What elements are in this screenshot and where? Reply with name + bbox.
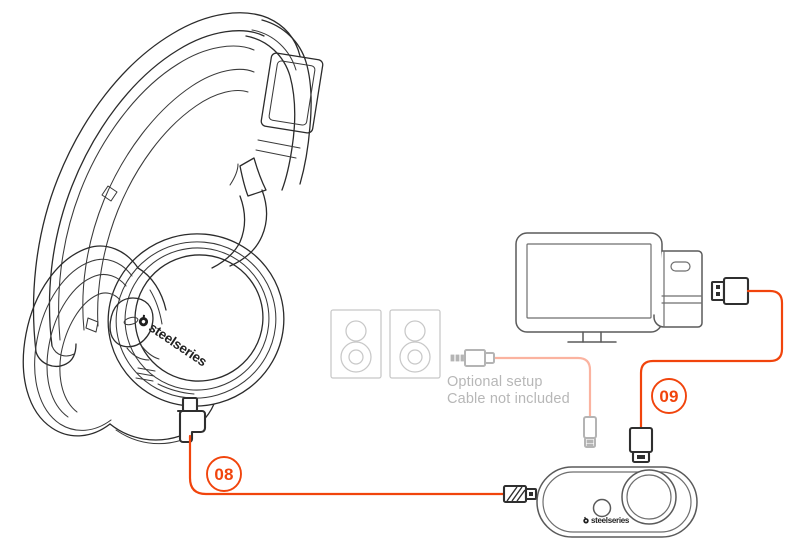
- audio-jack-left: [450, 349, 495, 367]
- usb-a-plug: [710, 276, 750, 306]
- headset-headband: [32, 12, 301, 367]
- headset-adjustment-plate: [211, 19, 324, 269]
- speaker-left: [330, 309, 382, 379]
- step-09-number: 09: [659, 387, 678, 406]
- pc-tower: [653, 250, 703, 328]
- speakers: [330, 309, 441, 379]
- headset-illustration: steelseries: [22, 12, 324, 445]
- audio-jack-right: [583, 416, 597, 448]
- controlbox-brand-logo: steelseries: [583, 516, 630, 525]
- optional-note-line2: Cable not included: [447, 391, 570, 407]
- headset-plug: [176, 396, 207, 444]
- cable-08: [188, 434, 505, 496]
- optional-note-line1: Optional setup: [447, 374, 543, 390]
- headset-hinge: [109, 297, 160, 361]
- headset-logo-text: steelseries: [146, 320, 210, 370]
- step-badge-09: 09: [651, 378, 687, 414]
- headset-grip-marks: [135, 367, 156, 382]
- controlbox-logo-text: steelseries: [591, 516, 630, 525]
- headset-earcup-right: steelseries: [107, 233, 285, 407]
- headset-brand-logo: steelseries: [138, 314, 210, 370]
- optional-setup-note: Optional setup Cable not included: [447, 374, 570, 407]
- step-badge-08: 08: [206, 456, 242, 492]
- control-box: steelseries: [536, 466, 698, 538]
- optional-audio-cable: [486, 356, 592, 420]
- speaker-right: [389, 309, 441, 379]
- monitor: [515, 232, 663, 343]
- step-08-number: 08: [214, 465, 233, 484]
- micro-usb-plug: [628, 426, 654, 464]
- cable-09: [639, 289, 784, 430]
- headset-earcup-left: [22, 245, 167, 437]
- controlbox-port-plug: [502, 484, 538, 504]
